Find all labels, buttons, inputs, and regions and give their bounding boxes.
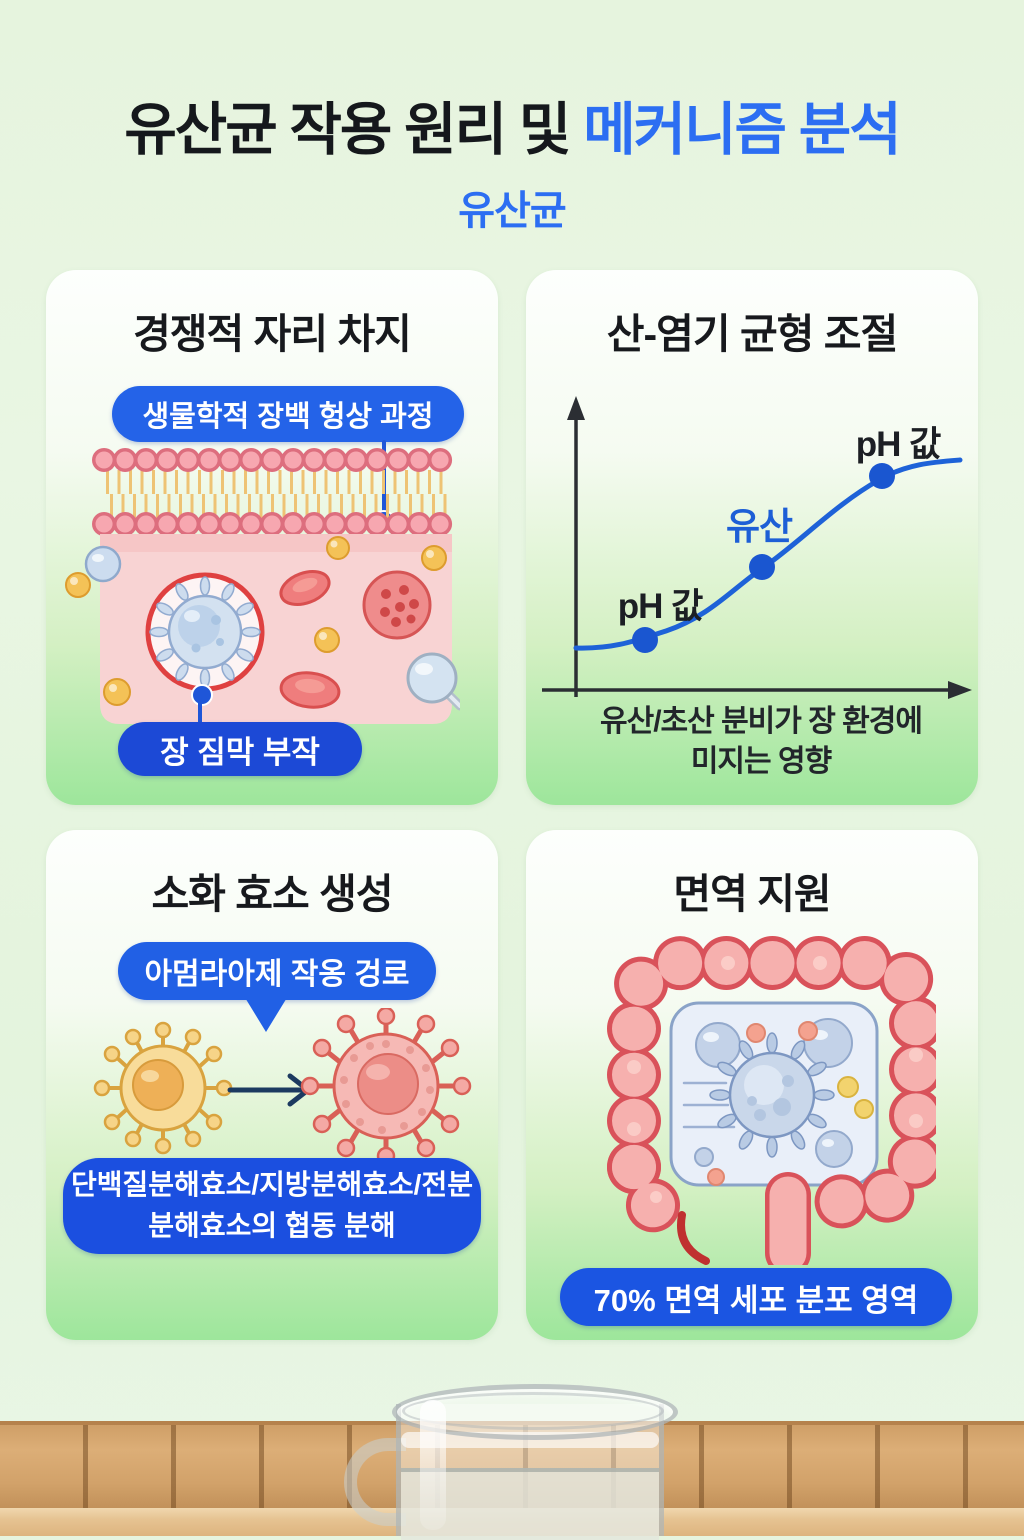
glass-rim-inner — [402, 1392, 664, 1430]
page-title-black: 유산균 작용 원리 및 — [124, 98, 584, 162]
immune-badge: 70% 면역 세포 분포 영역 — [560, 1268, 952, 1326]
ph-label-high: pH 값 — [855, 425, 942, 464]
panel-competition-title: 경쟁적 자리 차지 — [133, 311, 412, 357]
chart-caption-line1: 유산/초산 분비가 장 환경에 — [600, 705, 923, 738]
granule-vesicle-icon — [362, 570, 432, 640]
vesicle-icon — [84, 545, 122, 583]
curve-markers — [632, 463, 895, 653]
enzyme-badge-line2: 분해효소의 협동 분해 — [148, 1210, 396, 1241]
page-subtitle: 유산균 — [458, 189, 566, 233]
lipid-tails — [106, 470, 448, 518]
mucosa-badge: 장 짐막 부작 — [118, 722, 362, 776]
cytokine-dots — [707, 1021, 874, 1186]
intestine-illustration — [607, 936, 936, 1265]
panel-immune: 면역 지원 — [526, 830, 978, 1340]
ph-curve-chart — [542, 396, 972, 699]
glass-highlight — [420, 1400, 446, 1530]
chart-caption: 유산/초산 분비가 장 환경에 미지는 영향 — [556, 702, 966, 782]
amylase-bubble: 아멈라아제 작옹 겅로 — [118, 942, 436, 1000]
appendix — [677, 1211, 710, 1265]
chart-caption-line2: 미지는 영향 — [690, 744, 832, 778]
enzyme-badge: 단백질분해효소/지방분해효소/전분 분해효소의 협동 분해 — [63, 1158, 481, 1254]
enzyme-badge-line1: 단백질분해효소/지방분해효소/전분 — [71, 1169, 473, 1201]
y-axis-arrow — [567, 396, 585, 420]
yellow-cell-icon — [93, 1021, 233, 1155]
x-axis-arrow — [948, 681, 972, 699]
membrane-illustration — [65, 448, 460, 724]
panel-enzyme-title: 소화 효소 생성 — [151, 871, 393, 917]
panel-ph-balance: 산-염기 균형 조절 pH 값 유산 pH 값 유산/초산 분비가 장 환경에 … — [526, 270, 978, 805]
colon-blush — [627, 956, 923, 1203]
pink-cell-icon — [300, 1008, 472, 1166]
panel-competition: 경쟁적 자리 차지 생물학적 장백 헝상 과정 — [46, 270, 498, 805]
lipid-bilayer — [92, 448, 460, 536]
enzyme-cells-illustration — [93, 1008, 472, 1166]
ph-label-low: pH 값 — [617, 587, 704, 626]
panel-enzyme: 소화 효소 생성 아멈라아제 작옹 겅로 — [46, 830, 498, 1340]
mucosa-pointer-line — [198, 698, 202, 724]
transform-arrow — [227, 1073, 311, 1107]
page-title-accent: 메커니즘 분석 — [583, 98, 901, 162]
lactic-acid-label: 유산 — [725, 506, 793, 547]
bacteria-icon — [709, 1032, 835, 1158]
page-title: 유산균 작용 원리 및 메커니즘 분석 — [0, 84, 1024, 166]
mucosa-pointer-dot — [191, 684, 213, 706]
magnifier-cell-icon — [406, 652, 460, 711]
biofilm-callout-badge: 생물학적 장백 헝상 과정 — [112, 386, 464, 442]
panel-ph-title: 산-염기 균형 조절 — [606, 311, 898, 357]
colon-fill — [612, 941, 936, 1265]
red-blood-cell-icon — [279, 570, 341, 709]
panel-immune-title: 면역 지원 — [673, 871, 831, 917]
bacteria-attached-icon — [145, 572, 265, 692]
